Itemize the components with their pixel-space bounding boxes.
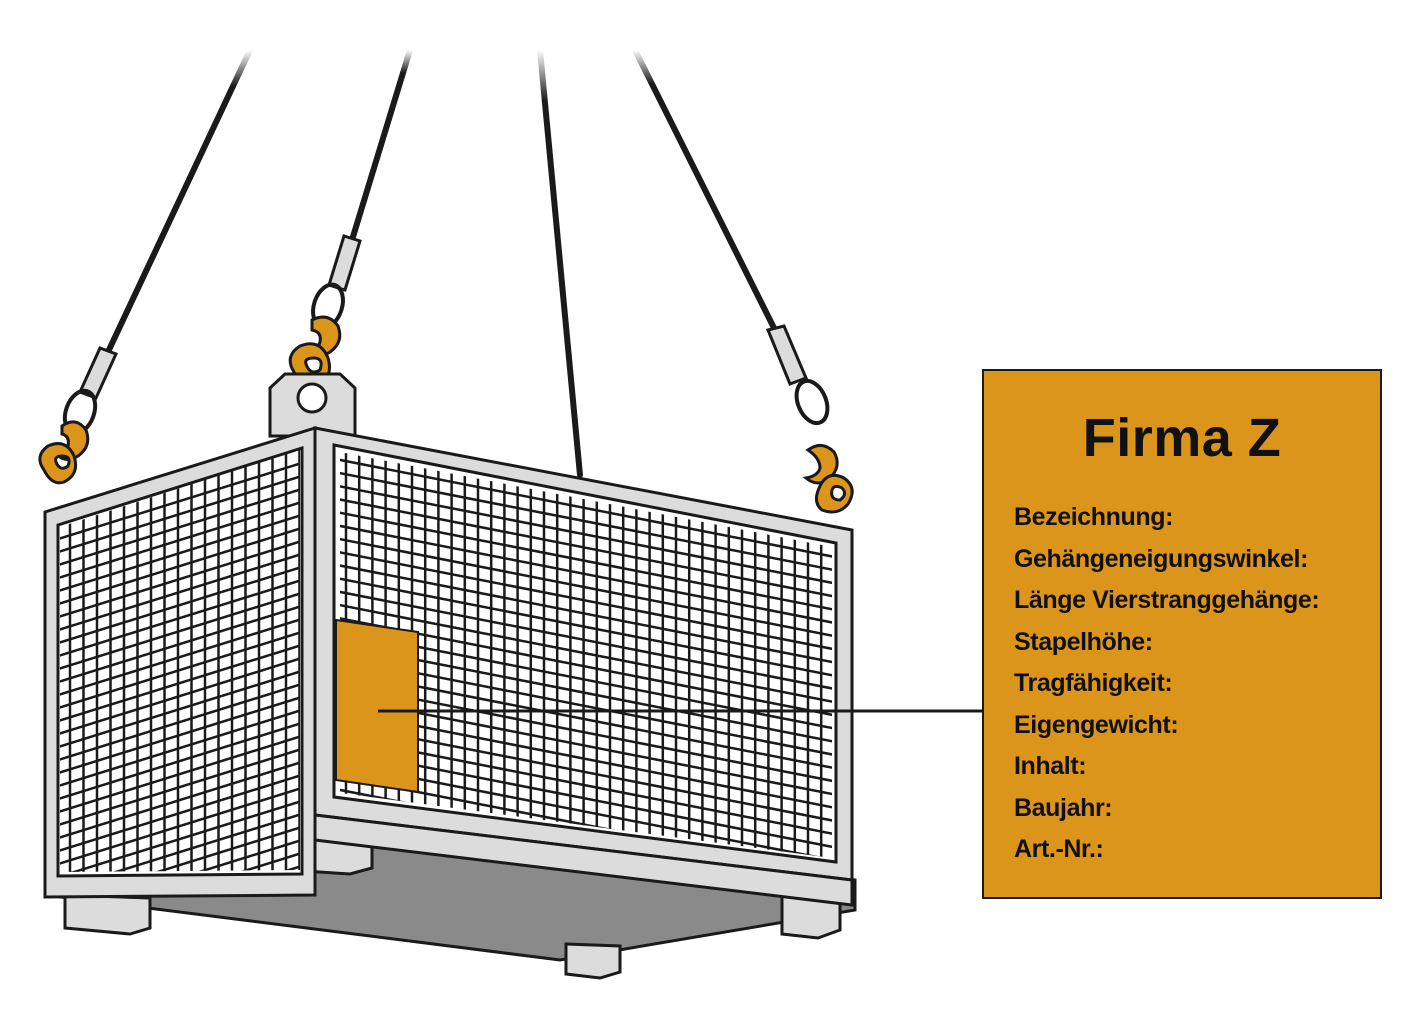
plate-field-label: Gehängeneigungswinkel:: [1014, 544, 1309, 573]
plate-field-list: Bezeichnung: Gehängeneigungswinkel: Länge …: [1014, 497, 1320, 871]
plate-field-label: Länge Vierstranggehänge:: [1014, 586, 1320, 614]
hook-icon: [38, 315, 854, 514]
lifting-lug: [268, 372, 357, 438]
cage-left-mesh: [60, 449, 300, 872]
plate-field-label: Bezeichnung:: [1014, 503, 1174, 531]
type-plate: Firma Z Bezeichnung: Gehängeneigungswinke…: [982, 369, 1382, 899]
plate-field-label: Eigengewicht:: [1014, 710, 1179, 739]
rope-eyes: [62, 282, 830, 436]
plate-field-label: Stapelhöhe:: [1014, 627, 1153, 656]
plate-field-label: Tragfähigkeit:: [1014, 669, 1173, 697]
crane-ropes: [105, 47, 778, 478]
rope-ferrules: [77, 234, 808, 400]
plate-field-label: Art.-Nr.:: [1014, 835, 1104, 863]
plate-company-name: Firma Z: [1082, 408, 1282, 468]
cage-label-plate: [335, 618, 419, 794]
plate-field-label: Inhalt:: [1014, 752, 1087, 780]
plate-field-label: Baujahr:: [1014, 793, 1113, 822]
